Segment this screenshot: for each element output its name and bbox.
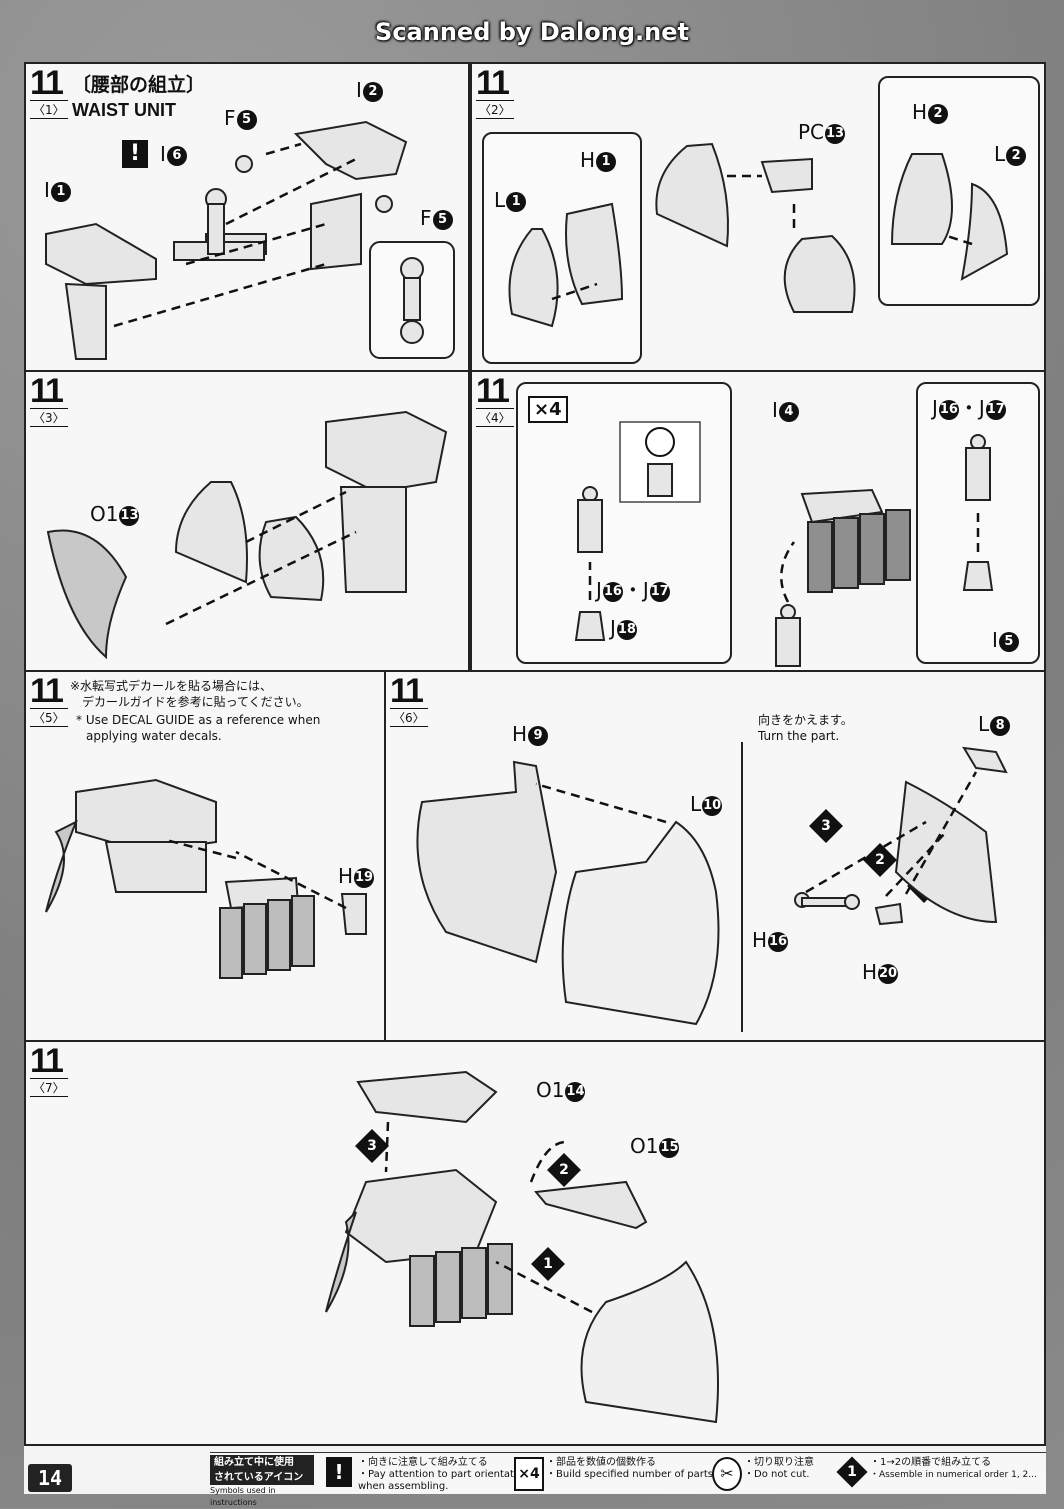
step-number: 11 xyxy=(390,672,424,710)
step-sub-number: 〈3〉 xyxy=(30,408,68,427)
step-sub-number: 〈5〉 xyxy=(30,708,68,727)
legend-item-do-not-cut: ✂ ・切り取り注意 ・Do not cut. xyxy=(712,1455,830,1491)
watermark: Scanned by Dalong.net xyxy=(375,18,689,46)
step-number: 11 xyxy=(476,64,510,102)
step-sub-number: 〈2〉 xyxy=(476,100,514,119)
step-order-icon: 1 xyxy=(836,1456,868,1488)
assembly-diagram xyxy=(508,142,1009,328)
assembly-diagram xyxy=(574,421,994,667)
step-number: 11 xyxy=(30,372,64,410)
step-number: 11 xyxy=(30,1042,64,1080)
section-title-en: WAIST UNIT xyxy=(72,100,176,120)
inset-box-right xyxy=(916,382,1040,664)
assembly-diagram xyxy=(325,1070,719,1424)
legend-item-order: 1 ・1→2の順番で組み立てる ・Assemble in numerical o… xyxy=(836,1455,1044,1491)
section-title-jp: 〔腰部の組立〕 xyxy=(72,74,206,96)
assembly-diagram xyxy=(416,742,1008,1032)
orientation-warning-icon: ! xyxy=(122,140,148,168)
decal-note-en-1: * Use DECAL GUIDE as a reference when xyxy=(76,713,321,727)
quantity-multiplier-icon: ×4 xyxy=(514,1457,544,1491)
decal-note-jp-1: ※水転写式デカールを貼る場合には、 xyxy=(70,679,273,693)
quantity-multiplier-icon: ×4 xyxy=(528,396,568,423)
assembly-diagram xyxy=(45,778,367,979)
orientation-warning-icon: ! xyxy=(326,1457,352,1487)
no-cut-icon: ✂ xyxy=(712,1457,742,1491)
step-number: 11 xyxy=(30,672,64,710)
step-sub-number: 〈7〉 xyxy=(30,1078,68,1097)
decal-note-jp-2: デカールガイドを参考に貼ってください。 xyxy=(82,695,309,709)
legend-heading: 組み立て中に使用 されているアイコン Symbols used in instr… xyxy=(210,1455,314,1507)
turn-note-jp: 向きをかえます。 xyxy=(758,713,853,727)
step-sub-number: 〈4〉 xyxy=(476,408,514,427)
turn-note-en: Turn the part. xyxy=(758,729,840,743)
assembly-diagram xyxy=(46,410,448,660)
step-sub-number: 〈6〉 xyxy=(390,708,428,727)
legend-item-quantity: ×4 ・部品を数値の個数作る ・Build specified number o… xyxy=(514,1455,716,1491)
decal-note-en-2: applying water decals. xyxy=(86,729,222,743)
step-sub-number: 〈1〉 xyxy=(30,100,68,119)
symbol-legend: 組み立て中に使用 されているアイコン Symbols used in instr… xyxy=(210,1452,1046,1507)
page-number: 14 xyxy=(28,1464,73,1492)
step-number: 11 xyxy=(476,372,510,410)
legend-item-orientation: ! ・向きに注意して組み立てる ・Pay attention to part o… xyxy=(326,1455,529,1492)
assembly-diagram xyxy=(45,120,455,360)
step-number: 11 xyxy=(30,64,64,102)
panel-step-5: 11 〈5〉 ※水転写式デカールを貼る場合には、 デカールガイドを参考に貼ってく… xyxy=(24,670,386,1042)
